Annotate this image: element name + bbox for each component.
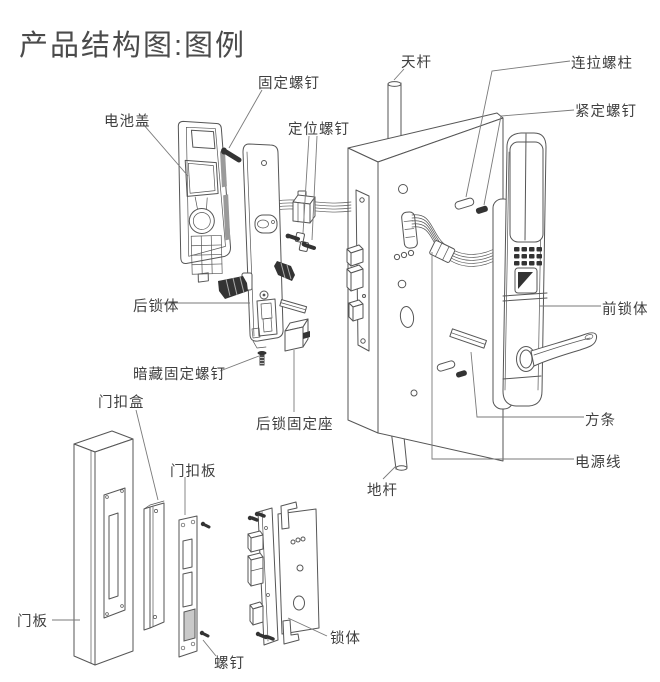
label-square-bar: 方条 — [585, 413, 616, 429]
label-front-lock-body: 前锁体 — [602, 302, 649, 318]
front-lock-assembly — [492, 132, 598, 410]
front-lock-keypad — [514, 247, 542, 266]
label-power-cable: 电源线 — [575, 455, 622, 471]
lock-body-plate — [277, 508, 320, 635]
label-connecting-stud: 连拉螺柱 — [571, 56, 633, 72]
set-screw-drawing — [475, 205, 488, 214]
label-positioning-screw: 定位螺钉 — [288, 122, 350, 138]
lock-bolts — [247, 530, 264, 626]
label-lock-body: 锁体 — [330, 631, 361, 647]
lock-screws — [247, 511, 275, 641]
lower-stud-drawing — [436, 360, 456, 372]
page-title: 产品结构图:图例 — [19, 30, 247, 62]
rear-square-bar-drawing — [279, 299, 308, 314]
label-rear-lock-body: 后锁体 — [133, 299, 180, 315]
square-bar-drawing — [449, 328, 487, 349]
strike-plate-drawing — [178, 515, 198, 658]
strike-box-drawing — [143, 500, 165, 631]
cable-plug-left — [292, 190, 316, 224]
label-rear-lock-mount: 后锁固定座 — [256, 417, 334, 433]
label-battery-cover: 电池盖 — [104, 114, 151, 130]
center-door-assembly — [275, 81, 504, 471]
label-set-screw: 紧定螺钉 — [575, 104, 637, 120]
rear-lock-assembly — [177, 120, 316, 366]
fingerprint-window — [514, 267, 538, 294]
label-fixing-screw: 固定螺钉 — [258, 76, 320, 92]
label-hidden-fixing-screw: 暗藏固定螺钉 — [133, 367, 226, 383]
strike-screws-drawing — [199, 521, 211, 638]
slab-holes — [393, 184, 418, 397]
label-screw: 螺钉 — [214, 656, 245, 672]
label-door-panel: 门板 — [17, 614, 48, 630]
label-strike-plate: 门扣板 — [170, 464, 217, 480]
front-lock-screen — [509, 141, 544, 243]
mortise-lock-assembly — [247, 501, 320, 646]
cable-plug-right — [429, 240, 456, 263]
fingerprint-triangle-icon — [518, 272, 533, 289]
lower-screw-drawing — [456, 370, 467, 378]
label-top-rod: 天杆 — [401, 55, 432, 71]
hidden-fixing-screw-drawing — [257, 351, 267, 366]
fixing-screw-drawing — [221, 147, 242, 163]
label-bottom-rod: 地杆 — [367, 483, 398, 499]
front-handle — [516, 332, 598, 372]
edge-faceplate — [346, 189, 370, 352]
door-panel-assembly — [73, 430, 211, 666]
leader-lines — [52, 60, 601, 657]
battery-cover-drawing — [177, 120, 232, 283]
rear-lock-body-drawing — [218, 143, 316, 349]
label-strike-box: 门扣盒 — [98, 395, 145, 411]
rear-lock-mount-drawing — [284, 318, 310, 352]
connecting-stud-drawing — [454, 197, 475, 210]
